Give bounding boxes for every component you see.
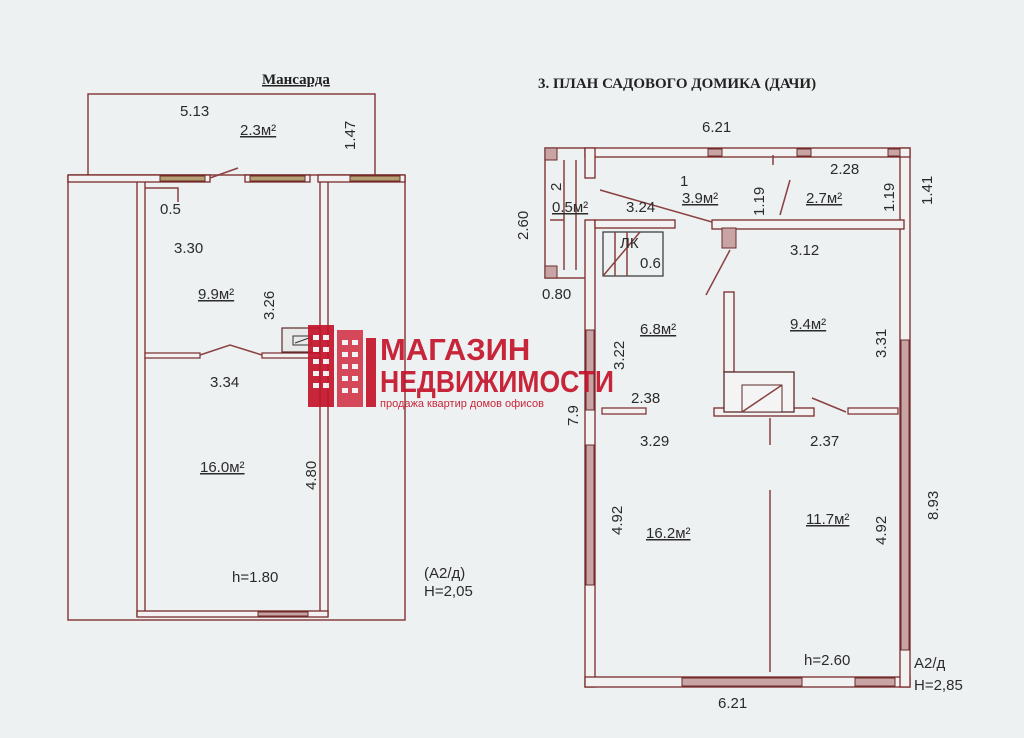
ground-dim-right-edge: 1.41: [919, 176, 936, 205]
attic-window-top-mid: [249, 175, 306, 182]
ground-partition-left: [601, 407, 647, 415]
attic-dim-lower-length: 4.80: [303, 461, 320, 490]
ground-title: 3. ПЛАН САДОВОГО ДОМИКА (ДАЧИ): [538, 76, 816, 92]
attic-partition-left: [144, 352, 201, 359]
ground-dim-hall-width: 3.24: [626, 199, 655, 216]
attic-dim-upper-length: 3.26: [261, 291, 278, 320]
ground-dim-room-right-width: 3.12: [790, 242, 819, 259]
ground-partition-vertical: [723, 291, 735, 373]
ground-window-left-2: [585, 444, 595, 586]
ground-dim-top-width: 6.21: [702, 119, 731, 136]
attic-window-bottom: [257, 611, 309, 617]
ground-window-bottom-right: [854, 677, 896, 687]
ground-dim-porch-height: 2.60: [515, 211, 532, 240]
ground-storage-door: [779, 179, 791, 216]
ground-dim-room-right-depth: 3.31: [873, 329, 890, 358]
ground-dim-right-top-depth: 1.19: [751, 187, 768, 216]
ground-stair-mark: ЛК: [620, 235, 639, 252]
ground-window-top-1: [707, 148, 723, 157]
watermark-line1: МАГАЗИН: [380, 332, 530, 367]
ground-vestibule-wall: [584, 147, 596, 179]
ground-area-bottom-left: 16.2м²: [646, 525, 691, 542]
ground-area-top-right: 9.4м²: [790, 316, 826, 333]
ground-dim-middle-depth: 1.19: [881, 183, 898, 212]
ground-window-bottom: [681, 677, 803, 687]
attic-roof-outline: [67, 175, 406, 621]
attic-dim-right-depth: 1.47: [342, 121, 359, 150]
attic-door-middle: [199, 344, 263, 356]
ground-area-vestibule: 3.9м²: [682, 190, 718, 207]
ground-porch-post-top: [544, 147, 558, 161]
ground-dim-left-mid: 2.38: [631, 390, 660, 407]
ground-dim-right-top: 2.28: [830, 161, 859, 178]
ground-dim-right-big-depth: 4.92: [873, 516, 890, 545]
ground-stairs-diag: [602, 231, 641, 277]
ground-porch-outline: [544, 147, 585, 279]
ground-window-left-1: [585, 329, 595, 411]
ground-area-storage: 2.7м²: [806, 190, 842, 207]
ground-window-top-2: [796, 148, 812, 157]
ground-stove-hatch: [741, 384, 783, 413]
attic-chimney-hatch: [294, 337, 310, 344]
attic-dim-small: 0.5: [160, 201, 181, 218]
ground-dim-porch-width: 0.80: [542, 286, 571, 303]
attic-title: Мансарда: [262, 72, 330, 88]
ground-interior-wall-top: [711, 219, 905, 230]
ground-dim-overall-depth: 7.9: [565, 405, 582, 426]
attic-stamp: (А2/д): [424, 565, 465, 582]
ground-dim-porch-small: 2: [548, 183, 565, 191]
attic-wall-left: [136, 179, 146, 617]
attic-balcony-outline: [87, 93, 376, 175]
ground-dim-small-one: 1: [680, 173, 688, 190]
ground-h-outer: Н=2,85: [914, 677, 963, 694]
attic-top-wall-left: [67, 174, 211, 183]
ground-porch-post-bottom: [544, 265, 558, 279]
ground-partition-right: [847, 407, 899, 415]
attic-h-outer: Н=2,05: [424, 583, 473, 600]
ground-dim-room-left-depth: 3.22: [611, 341, 628, 370]
ground-wall-top: [584, 147, 911, 158]
watermark-line3: продажа квартир домов офисов: [380, 398, 544, 410]
attic-wall-bottom: [136, 610, 329, 618]
attic-door-top: [209, 167, 239, 179]
attic-closet: [145, 187, 179, 202]
ground-area-porch: 0.5м²: [552, 199, 588, 216]
watermark-logo-icon: [308, 325, 376, 407]
attic-dim-top-width: 5.13: [180, 103, 209, 120]
ground-dim-total-depth: 8.93: [925, 491, 942, 520]
ground-door-line-2: [705, 249, 731, 296]
ground-plan: 3. ПЛАН САДОВОГО ДОМИКА (ДАЧИ) 6.21 2.28…: [515, 76, 963, 712]
ground-dim-left-big-width: 3.29: [640, 433, 669, 450]
attic-area-lower: 16.0м²: [200, 459, 245, 476]
ground-area-kitchen: 6.8м²: [640, 321, 676, 338]
ground-vestibule-bottom: [594, 219, 676, 229]
ground-interior-post: [721, 227, 737, 249]
attic-dim-upper-width: 3.30: [174, 240, 203, 257]
attic-h-inner: h=1.80: [232, 569, 278, 586]
attic-window-top-left: [159, 175, 206, 182]
watermark-line2: НЕДВИЖИМОСТИ: [380, 364, 614, 399]
ground-dim-right-big-width: 2.37: [810, 433, 839, 450]
ground-window-top-3: [887, 148, 901, 157]
ground-stair-val: 0.6: [640, 255, 661, 272]
ground-area-bottom-right: 11.7м²: [806, 511, 849, 528]
ground-door-line-3: [811, 397, 847, 413]
watermark: МАГАЗИН НЕДВИЖИМОСТИ продажа квартир дом…: [308, 325, 614, 410]
ground-dim-left-big-depth: 4.92: [609, 506, 626, 535]
ground-door-line-1: [599, 189, 713, 223]
ground-dim-bottom-width: 6.21: [718, 695, 747, 712]
ground-h-inner: h=2.60: [804, 652, 850, 669]
ground-window-right: [900, 339, 910, 651]
attic-area-balcony: 2.3м²: [240, 122, 276, 139]
attic-area-upper: 9.9м²: [198, 286, 234, 303]
ground-stairs: [602, 231, 664, 277]
ground-stamp: А2/д: [914, 655, 946, 672]
attic-dim-lower-width: 3.34: [210, 374, 239, 391]
attic-window-top-right: [349, 175, 401, 182]
